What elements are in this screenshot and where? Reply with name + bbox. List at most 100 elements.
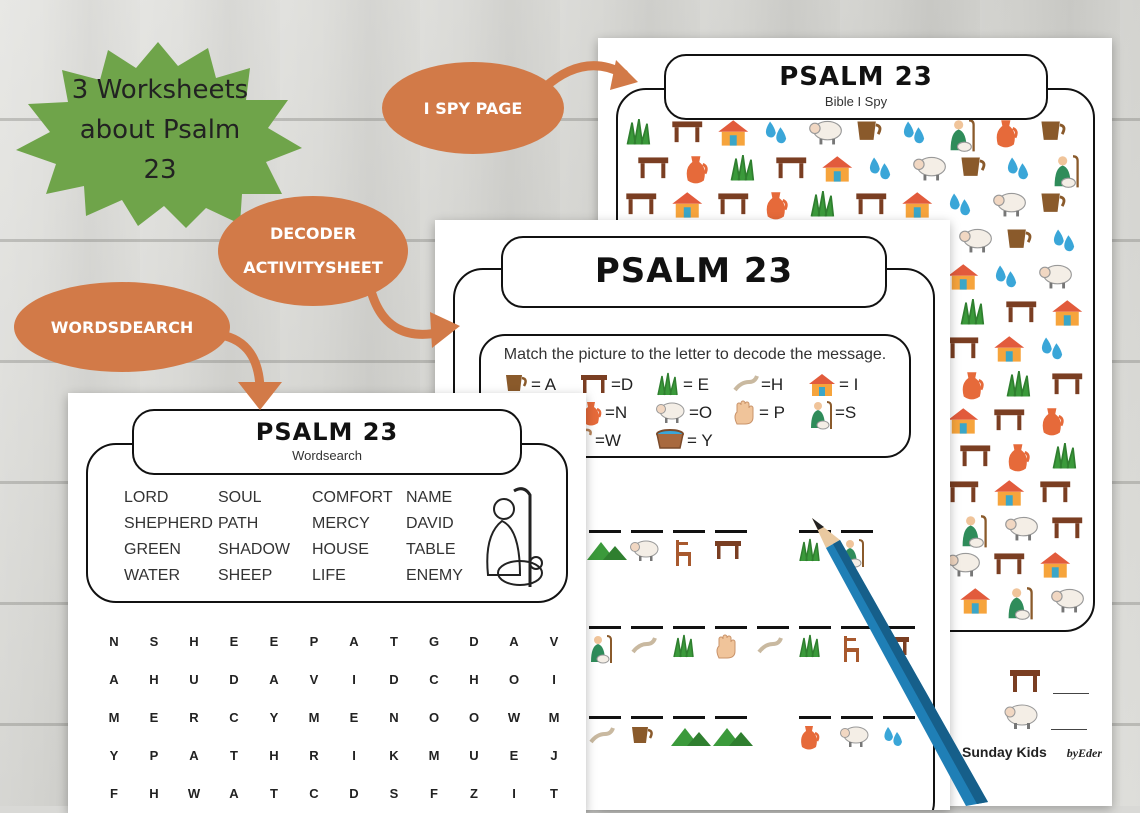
mountain-icon (713, 724, 753, 750)
grid-letter[interactable]: W (507, 710, 521, 725)
grid-letter[interactable]: A (109, 672, 119, 687)
grid-letter[interactable]: T (550, 786, 558, 801)
grid-letter[interactable]: I (352, 748, 356, 763)
grid-letter[interactable]: O (428, 710, 440, 725)
grid-letter[interactable]: Y (109, 748, 119, 763)
grid-letter[interactable]: N (389, 710, 399, 725)
search-word: DAVID (406, 515, 454, 532)
grid-letter[interactable]: D (389, 672, 399, 687)
grid-letter[interactable]: Z (470, 786, 478, 801)
chair-icon (839, 634, 863, 668)
grid-letter[interactable]: T (230, 748, 238, 763)
grid-letter[interactable]: I (512, 786, 516, 801)
table-icon (1010, 670, 1040, 692)
jug-icon (958, 370, 986, 407)
answer-blank (673, 530, 705, 533)
grid-letter[interactable]: T (270, 786, 278, 801)
grid-letter[interactable]: A (269, 672, 279, 687)
grid-letter[interactable]: V (549, 634, 559, 649)
house-icon (670, 190, 705, 225)
grid-letter[interactable]: C (309, 786, 319, 801)
grid-letter[interactable]: C (429, 672, 439, 687)
grid-letter[interactable]: E (349, 710, 359, 725)
grid-letter[interactable]: O (468, 710, 480, 725)
grid-letter[interactable]: Y (269, 710, 279, 725)
grid-letter[interactable]: J (550, 748, 558, 763)
grid-letter[interactable]: D (229, 672, 239, 687)
grid-letter[interactable]: M (108, 710, 120, 725)
answer-blank (799, 530, 831, 533)
grid-letter[interactable]: N (109, 634, 119, 649)
grid-letter[interactable]: U (189, 672, 199, 687)
grass-icon (797, 634, 823, 662)
water-icon (762, 118, 790, 153)
grid-letter[interactable]: R (309, 748, 319, 763)
grid-letter[interactable]: D (349, 786, 359, 801)
key-letter: =N (605, 403, 628, 422)
answer-blank (841, 530, 873, 533)
grid-letter[interactable]: F (110, 786, 118, 801)
grid-letter[interactable]: I (352, 672, 356, 687)
grid-letter[interactable]: H (469, 672, 479, 687)
grid-letter[interactable]: A (349, 634, 359, 649)
grid-letter[interactable]: A (229, 786, 239, 801)
grid-letter[interactable]: D (469, 634, 479, 649)
water-icon (881, 724, 905, 754)
water-icon (1038, 334, 1066, 369)
jug-icon (992, 118, 1020, 155)
grid-letter[interactable]: A (509, 634, 519, 649)
key-entry: = Y (655, 428, 713, 454)
grid-letter[interactable]: A (189, 748, 199, 763)
answer-blank (715, 530, 747, 533)
answer-blank (715, 716, 747, 719)
grid-letter[interactable]: O (508, 672, 520, 687)
grid-letter[interactable]: M (548, 710, 560, 725)
grid-letter[interactable]: R (189, 710, 199, 725)
shepherd-icon (807, 400, 833, 430)
grid-letter[interactable]: U (469, 748, 479, 763)
decoder-title: PSALM 23 (594, 251, 794, 291)
grass-icon (1004, 370, 1034, 402)
brand-sig: byEder (1066, 746, 1103, 760)
grid-letter[interactable]: H (149, 786, 159, 801)
grid-letter[interactable]: M (308, 710, 320, 725)
water-icon (1050, 226, 1078, 261)
grid-letter[interactable]: T (390, 634, 398, 649)
grid-letter[interactable]: H (149, 672, 159, 687)
search-word: ENEMY (406, 567, 463, 584)
grid-letter[interactable]: I (552, 672, 556, 687)
grid-letter[interactable]: M (428, 748, 440, 763)
grid-letter[interactable]: S (389, 786, 399, 801)
search-word: WATER (124, 567, 180, 584)
table-icon (854, 190, 889, 220)
grid-letter[interactable]: P (309, 634, 319, 649)
house-icon (1038, 550, 1073, 585)
grid-letter[interactable]: H (189, 634, 199, 649)
grid-letter[interactable]: P (149, 748, 159, 763)
search-word: NAME (406, 489, 453, 506)
grid-letter[interactable]: C (229, 710, 239, 725)
grid-letter[interactable]: E (509, 748, 519, 763)
hand-icon (713, 634, 739, 664)
grid-letter[interactable]: G (428, 634, 440, 649)
grid-letter[interactable]: E (269, 634, 279, 649)
grid-letter[interactable]: E (149, 710, 159, 725)
table-icon (624, 190, 659, 220)
answer-blank (589, 530, 621, 533)
arrow-to-wordsearch-icon (209, 329, 282, 410)
shepherd-icon (958, 514, 988, 553)
grass-icon (958, 298, 988, 330)
grid-letter[interactable]: V (309, 672, 319, 687)
ispy-answer-row-1 (1008, 666, 1090, 698)
answer-blank (883, 626, 915, 629)
mountain-icon (587, 538, 627, 564)
shepherd-icon (1004, 586, 1034, 625)
grid-letter[interactable]: F (430, 786, 438, 801)
grid-letter[interactable]: K (389, 748, 399, 763)
grid-letter[interactable]: E (229, 634, 239, 649)
grid-letter[interactable]: H (269, 748, 279, 763)
grid-letter[interactable]: S (149, 634, 159, 649)
grid-letter[interactable]: W (187, 786, 201, 801)
